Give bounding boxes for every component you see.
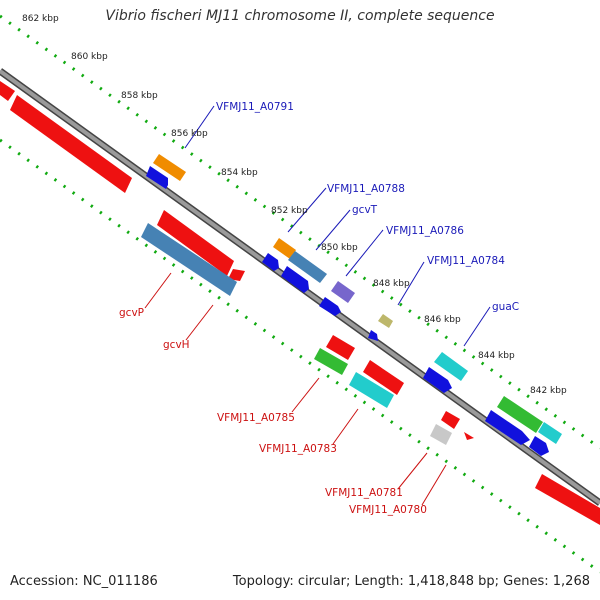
gene-feature[interactable] [331,281,355,303]
callout-line [332,408,359,445]
gene-label[interactable]: VFMJ11_A0786 [386,225,464,237]
gene-label[interactable]: gcvT [352,204,378,216]
accession-text: Accession: NC_011186 [10,574,158,589]
gene-feature[interactable] [273,238,296,259]
callout-line [421,464,447,506]
tick-label: 854 kbp [221,168,258,178]
topology-text: Topology: circular; Length: 1,418,848 bp… [232,574,590,589]
callout-line [184,105,215,149]
callout-line [397,452,428,490]
tick-label: 860 kbp [71,52,108,62]
gene-feature[interactable] [368,330,378,341]
gene-label[interactable]: VFMJ11_A0783 [259,443,337,455]
forward-gene-labels: VFMJ11_A0791 VFMJ11_A0788 gcvT VFMJ11_A0… [216,101,519,313]
gene-feature[interactable] [281,266,309,293]
callout-line [463,306,491,347]
forward-strand-features [146,154,562,456]
tick-label: 848 kbp [373,279,410,289]
tick-label: 846 kbp [424,315,461,325]
gene-feature[interactable] [228,269,245,281]
gene-label[interactable]: VFMJ11_A0788 [327,183,405,195]
callout-line [315,209,351,251]
tick-label: 858 kbp [121,91,158,101]
callout-line [291,377,320,413]
gene-label[interactable]: guaC [492,301,519,313]
gene-label[interactable]: VFMJ11_A0781 [325,487,403,499]
gene-feature[interactable] [349,372,394,408]
gene-label[interactable]: gcvH [163,339,190,351]
gene-feature[interactable] [153,154,186,181]
map-title: Vibrio fischeri MJ11 chromosome II, comp… [105,8,495,24]
gene-feature[interactable] [538,422,562,444]
gene-feature[interactable] [10,95,132,193]
callout-line [345,229,384,277]
callout-line [144,272,172,309]
gene-feature[interactable] [314,348,348,375]
callout-lines [144,105,491,506]
callout-line [397,261,425,306]
gene-feature[interactable] [434,352,468,381]
gene-feature[interactable] [319,297,341,316]
gene-feature[interactable] [535,474,600,525]
gene-label[interactable]: VFMJ11_A0780 [349,504,427,516]
gene-feature[interactable] [288,251,327,283]
gene-feature[interactable] [157,210,234,276]
gene-feature[interactable] [441,411,460,429]
gene-feature[interactable] [146,166,168,189]
tick-label: 852 kbp [271,206,308,216]
gene-feature[interactable] [529,436,549,456]
tick-label: 844 kbp [478,351,515,361]
gene-feature[interactable] [0,81,15,101]
outer-tick-ring [0,14,600,450]
callout-line [185,304,214,341]
gene-feature[interactable] [262,253,279,271]
gene-feature[interactable] [464,432,474,440]
callout-line [287,187,327,233]
tick-label: 850 kbp [321,243,358,253]
gene-label[interactable]: VFMJ11_A0784 [427,255,505,267]
tick-label: 856 kbp [171,129,208,139]
gene-feature[interactable] [430,424,452,445]
gene-label[interactable]: VFMJ11_A0791 [216,101,294,113]
gene-feature[interactable] [363,360,404,395]
tick-labels: 862 kbp 860 kbp 858 kbp 856 kbp 854 kbp … [22,14,567,396]
gene-feature[interactable] [141,223,237,296]
gene-feature[interactable] [485,410,530,445]
gene-label[interactable]: gcvP [119,307,144,319]
gene-feature[interactable] [423,367,452,393]
inner-tick-ring [0,138,600,574]
reverse-gene-labels: gcvP gcvH VFMJ11_A0785 VFMJ11_A0783 VFMJ… [119,307,427,516]
tick-label: 862 kbp [22,14,59,24]
reverse-strand-features [0,81,600,525]
gene-feature[interactable] [378,314,393,328]
gene-feature[interactable] [497,396,543,433]
gene-feature[interactable] [326,335,355,360]
tick-label: 842 kbp [530,386,567,396]
gene-label[interactable]: VFMJ11_A0785 [217,412,295,424]
